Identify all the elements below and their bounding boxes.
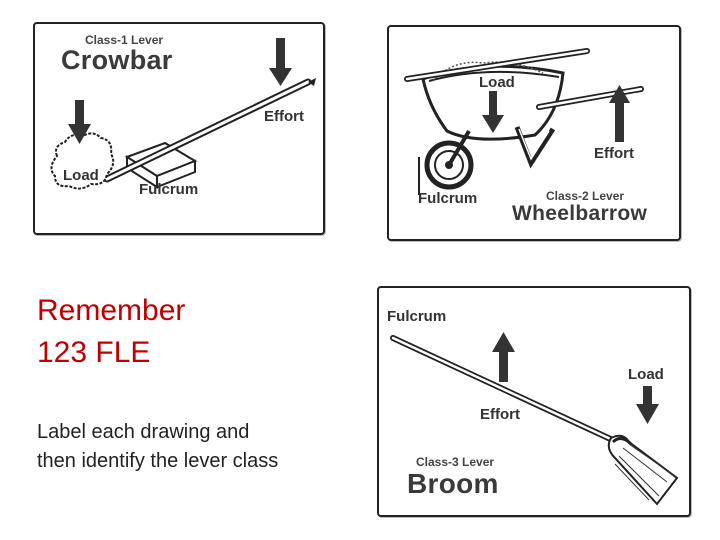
broom-icon <box>390 335 679 506</box>
wheelbarrow-class-label: Class-2 Lever <box>546 189 625 203</box>
broom-title: Broom <box>407 468 499 499</box>
wheelbarrow-drawing <box>404 48 644 195</box>
broom-panel: Fulcrum Load Effort Class-3 Lever Broom <box>377 286 691 517</box>
crowbar-class-label: Class-1 Lever <box>85 33 164 47</box>
crowbar-title: Crowbar <box>61 45 173 75</box>
wheelbarrow-panel: Load Effort Fulcrum Class-2 Lever Wheelb… <box>387 25 681 241</box>
load-rock-icon <box>50 132 115 190</box>
crowbar-fulcrum-label: Fulcrum <box>139 181 199 198</box>
load-arrow-icon <box>636 386 659 424</box>
instructions-text: Label each drawing and then identify the… <box>37 421 279 472</box>
crowbar-load-label: Load <box>63 167 99 184</box>
wheelbarrow-load-label: Load <box>479 74 515 91</box>
load-arrow-icon <box>482 91 504 133</box>
crowbar-drawing <box>50 38 316 190</box>
crowbar-panel: Class-1 Lever Crowbar Effort Load Fulcru… <box>33 22 325 235</box>
wheelbarrow-effort-label: Effort <box>594 145 634 162</box>
wheelbarrow-fulcrum-label: Fulcrum <box>418 190 478 207</box>
effort-arrow-icon <box>609 85 630 142</box>
effort-arrow-icon <box>269 38 292 86</box>
wheelbarrow-icon <box>404 48 644 195</box>
remember-note: Remember 123 FLE <box>37 290 185 374</box>
crowbar-effort-label: Effort <box>264 108 304 125</box>
effort-arrow-icon <box>492 332 515 382</box>
broom-effort-label: Effort <box>480 406 520 423</box>
broom-class-label: Class-3 Lever <box>416 455 495 469</box>
remember-line-2: 123 FLE <box>37 336 151 369</box>
crowbar-icon <box>103 78 316 183</box>
load-arrow-icon <box>68 100 91 144</box>
broom-drawing <box>390 332 679 506</box>
remember-line-1: Remember <box>37 294 186 327</box>
wheelbarrow-title: Wheelbarrow <box>512 202 648 225</box>
broom-fulcrum-label: Fulcrum <box>387 308 447 325</box>
broom-load-label: Load <box>628 366 664 383</box>
